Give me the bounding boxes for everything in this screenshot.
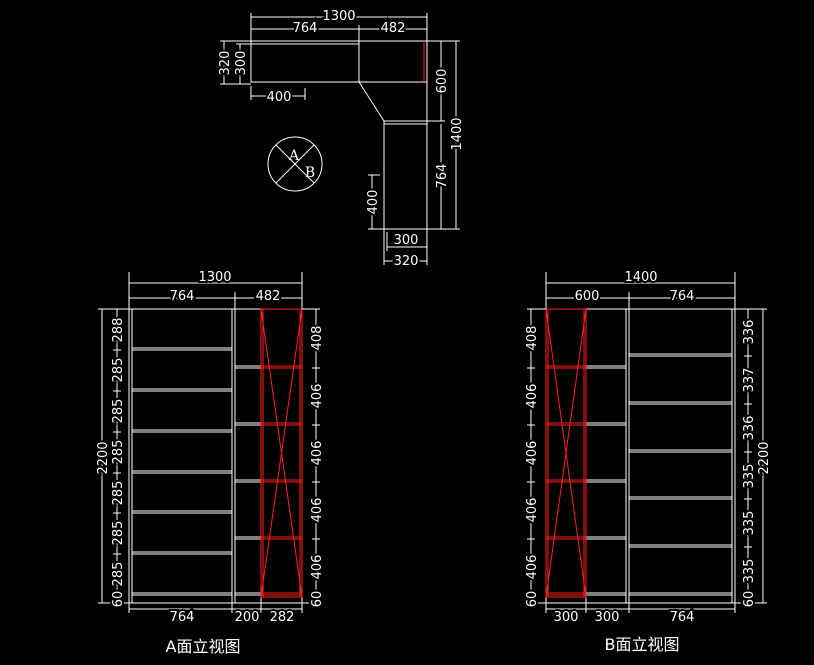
elevation-b-right-shelves xyxy=(629,353,732,596)
plan-dim-left-320: 320 xyxy=(218,51,233,76)
a-dim-left-5: 285 xyxy=(111,440,126,465)
plan-dim-left-300: 300 xyxy=(234,51,249,76)
plan-dim-side-400: 400 xyxy=(366,190,381,215)
b-dim-left-1: 60 xyxy=(525,591,540,608)
a-dim-top-left: 764 xyxy=(170,289,195,304)
plan-dim-bottom-300: 300 xyxy=(394,233,419,248)
b-dim-right-5: 336 xyxy=(742,416,757,441)
plan-dim-right-600: 600 xyxy=(435,69,450,94)
plan-dim-top-right: 482 xyxy=(381,21,406,36)
a-dim-left-4: 285 xyxy=(111,481,126,506)
elevation-b-corner-panel xyxy=(545,308,587,598)
a-dim-right-1: 60 xyxy=(310,591,325,608)
a-dim-bottom-1: 764 xyxy=(170,610,195,625)
b-dim-top-total: 1400 xyxy=(624,270,657,285)
b-dim-left-5: 406 xyxy=(525,384,540,409)
plan-dim-top-left: 764 xyxy=(293,21,318,36)
a-dim-right-6: 408 xyxy=(310,326,325,351)
plan-view xyxy=(220,13,460,265)
b-dim-right-2: 335 xyxy=(742,559,757,584)
view-symbol-a: A xyxy=(288,148,300,164)
a-dim-right-5: 406 xyxy=(310,384,325,409)
a-dim-height-total: 2200 xyxy=(96,441,111,474)
b-dim-right-1: 60 xyxy=(742,591,757,608)
b-dim-bottom-1: 300 xyxy=(554,610,579,625)
b-dim-left-3: 406 xyxy=(525,498,540,523)
a-dim-right-2: 406 xyxy=(310,555,325,580)
a-dim-right-3: 406 xyxy=(310,498,325,523)
a-dim-left-1: 60 xyxy=(111,591,126,608)
elevation-b-middle-shelves xyxy=(586,365,626,596)
b-dim-left-2: 406 xyxy=(525,555,540,580)
elevation-b-caption: B面立视图 xyxy=(605,635,680,654)
plan-dim-top-total: 1300 xyxy=(322,9,355,24)
b-dim-bottom-3: 764 xyxy=(670,610,695,625)
a-dim-left-7: 285 xyxy=(111,358,126,383)
b-dim-right-4: 335 xyxy=(742,464,757,489)
b-dim-right-7: 336 xyxy=(742,320,757,345)
b-dim-left-4: 406 xyxy=(525,441,540,466)
b-dim-top-right: 764 xyxy=(670,289,695,304)
view-symbol-b: B xyxy=(305,165,315,181)
elevation-a-left-shelves xyxy=(132,347,232,596)
a-dim-right-4: 406 xyxy=(310,441,325,466)
a-dim-top-total: 1300 xyxy=(198,270,231,285)
plan-dim-bottom-320: 320 xyxy=(394,254,419,269)
a-dim-bottom-2: 200 xyxy=(235,610,260,625)
elevation-a-caption: A面立视图 xyxy=(166,637,241,656)
b-dim-left-6: 408 xyxy=(525,326,540,351)
a-dim-left-8: 288 xyxy=(111,318,126,343)
elevation-a xyxy=(98,272,320,613)
plan-horizontal-cabinet xyxy=(250,40,428,83)
plan-dim-right-1400: 1400 xyxy=(450,117,465,150)
b-dim-right-6: 337 xyxy=(742,368,757,393)
elevation-a-corner-panel xyxy=(260,308,303,598)
plan-dim-below-400: 400 xyxy=(267,90,292,105)
b-dim-top-left: 600 xyxy=(575,289,600,304)
b-dim-bottom-2: 300 xyxy=(595,610,620,625)
elevation-b xyxy=(527,272,767,613)
a-dim-left-3: 285 xyxy=(111,521,126,546)
a-dim-left-2: 285 xyxy=(111,562,126,587)
b-dim-right-3: 335 xyxy=(742,511,757,536)
a-dim-left-6: 285 xyxy=(111,399,126,424)
view-direction-symbol xyxy=(267,136,323,192)
a-dim-bottom-3: 282 xyxy=(270,610,295,625)
a-dim-top-right: 482 xyxy=(256,289,281,304)
plan-vertical-cabinet xyxy=(383,120,428,230)
b-dim-height-total: 2200 xyxy=(757,441,772,474)
plan-dim-right-764: 764 xyxy=(435,164,450,189)
